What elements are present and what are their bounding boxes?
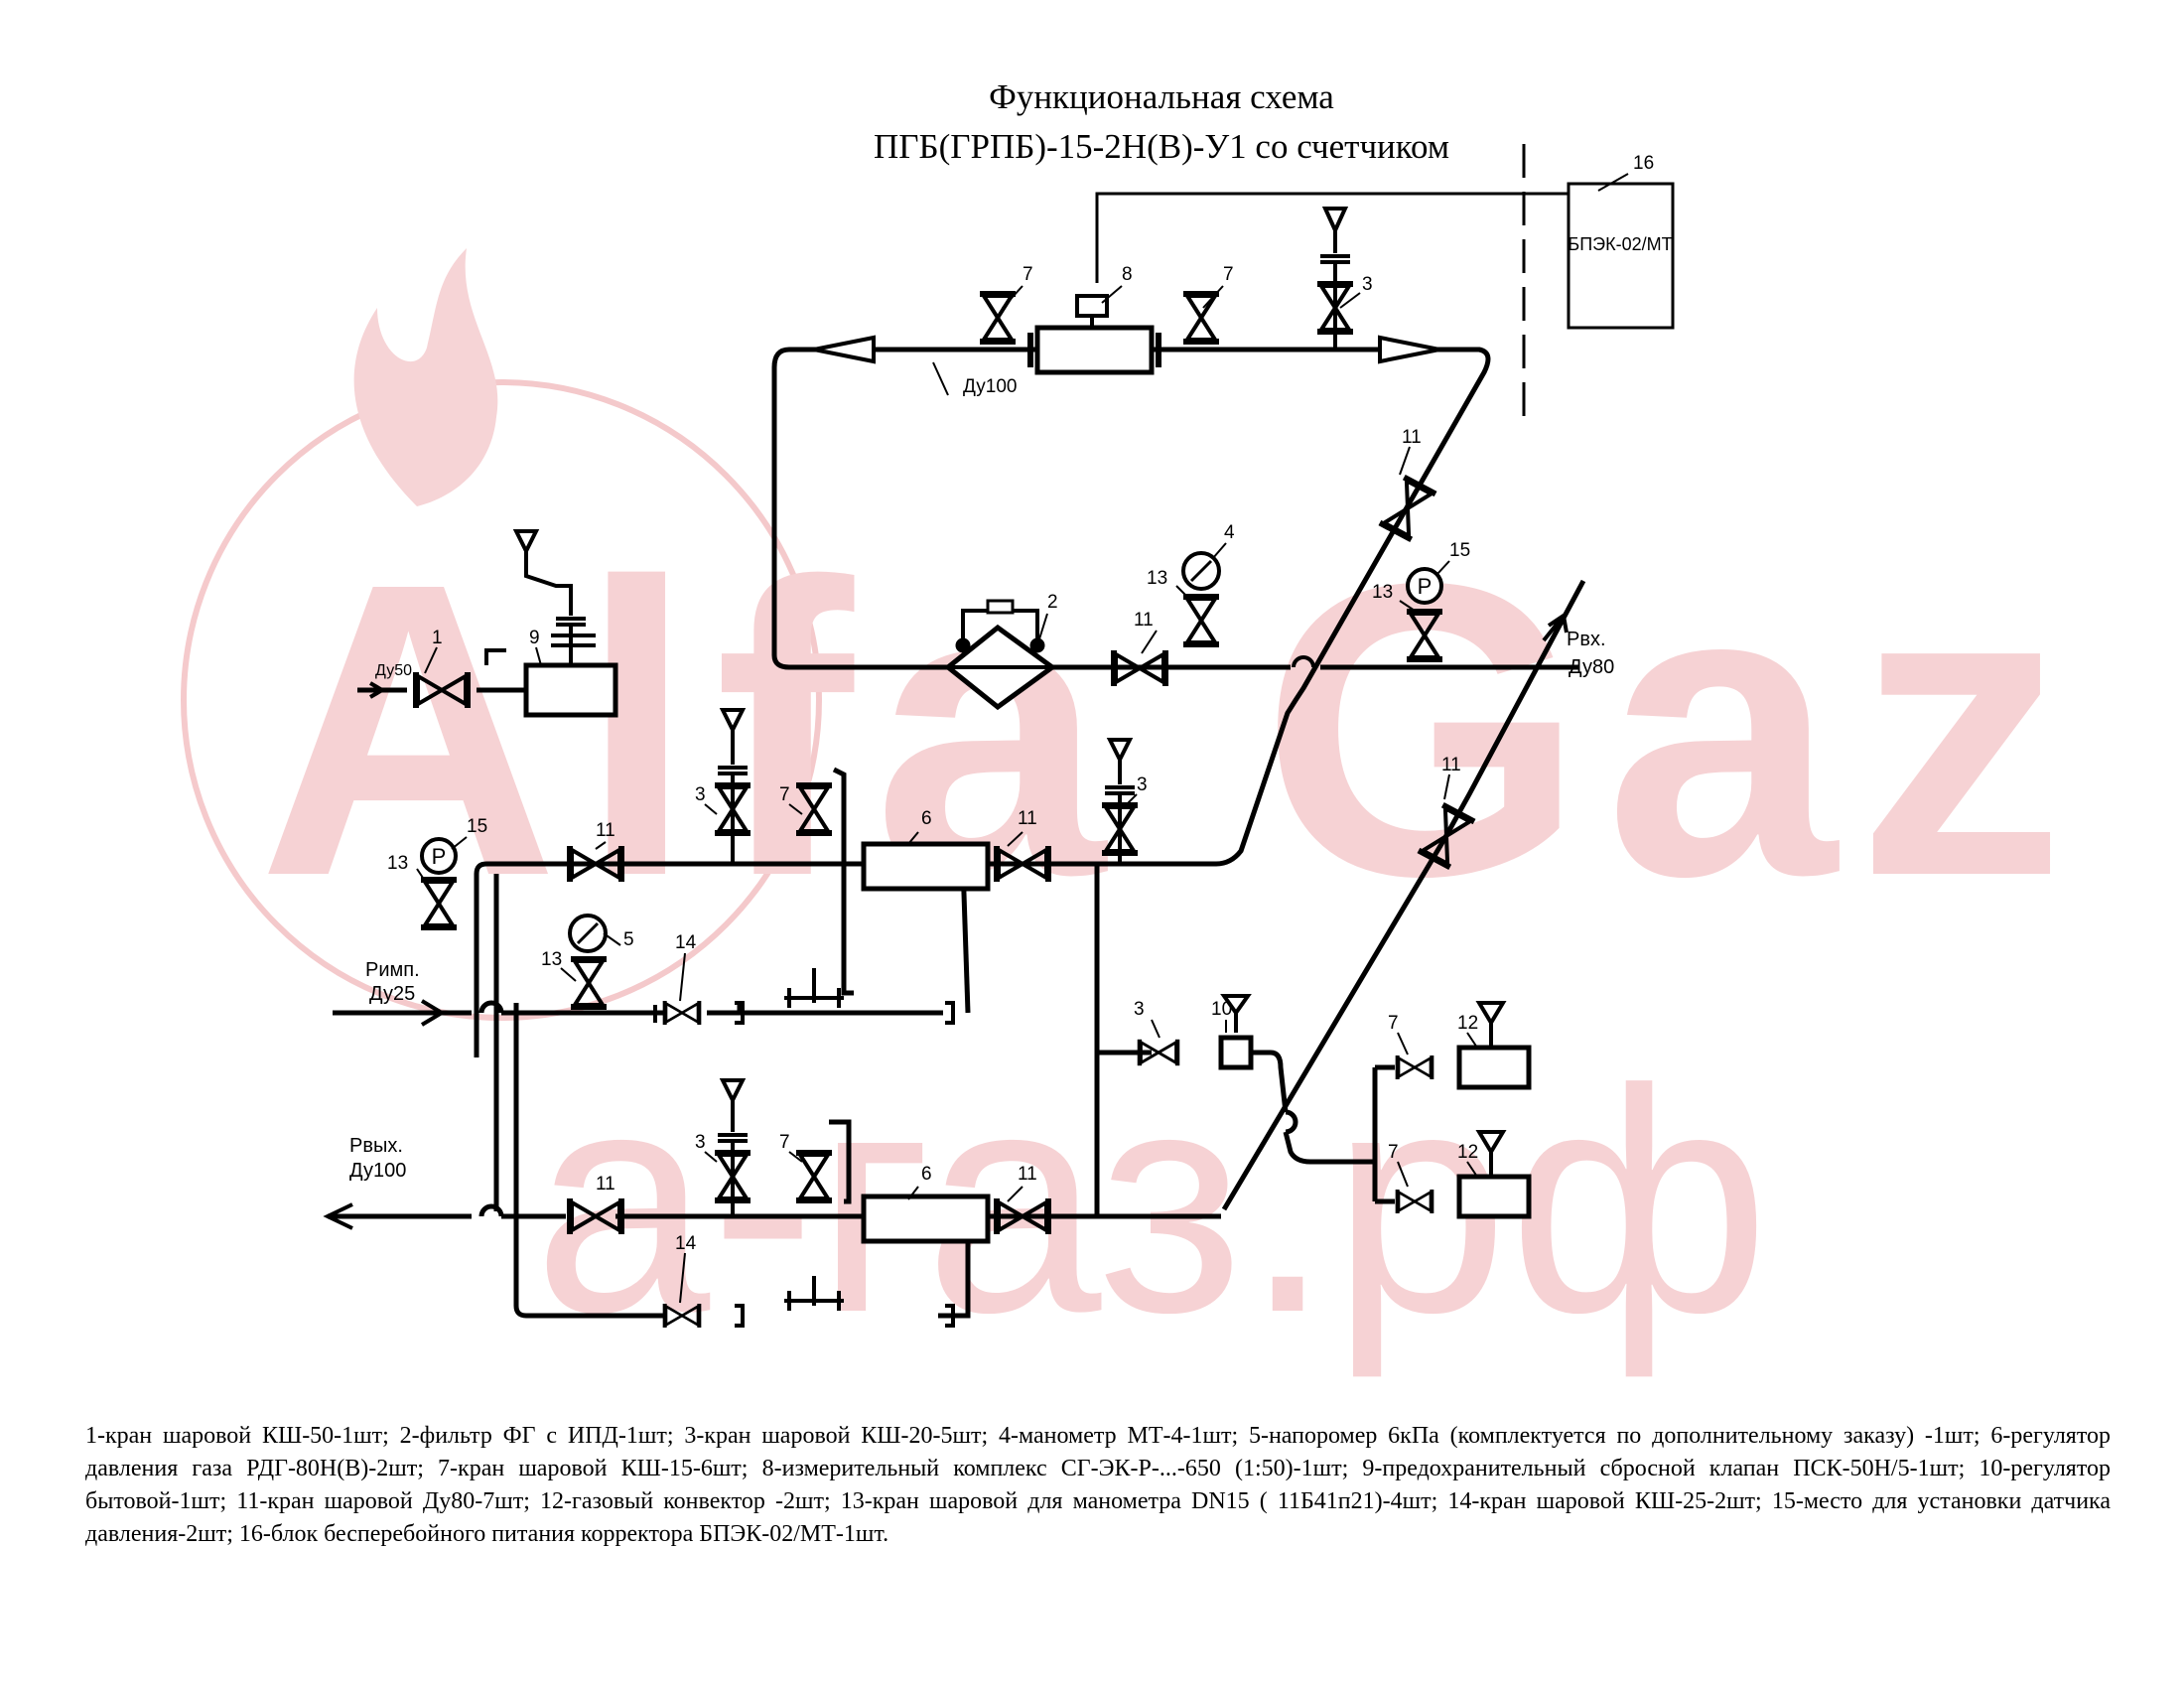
pos-10: 10 [1211, 999, 1232, 1020]
valve-7-right-meter [1183, 294, 1219, 342]
valve-14-upper-bypass [662, 999, 702, 1027]
flow-arrows [323, 207, 1569, 1230]
label-du25: Ду25 [369, 983, 415, 1005]
pos-11-g: 11 [596, 1174, 615, 1195]
relief-valve-9 [523, 662, 618, 718]
pos-1: 1 [432, 628, 443, 648]
label-du80: Ду80 [1569, 656, 1614, 678]
pos-7-c: 7 [779, 784, 790, 805]
pressure-regulator-6-upper [861, 841, 991, 892]
pos-5: 5 [623, 929, 634, 950]
domestic-regulator-10 [1218, 1035, 1254, 1070]
gas-convector-12b [1456, 1174, 1532, 1219]
vent-arrow-3c-icon [1106, 738, 1134, 765]
vent-stacks [524, 230, 1493, 1216]
bypass-plug-upper [784, 968, 844, 1008]
pos-11-f: 11 [1018, 1164, 1037, 1185]
pressure-regulator-6-lower [861, 1194, 991, 1244]
pos-13-a: 13 [1147, 568, 1167, 589]
pos-7-d: 7 [1388, 1013, 1399, 1034]
leader-lines [416, 173, 1629, 1304]
diagram-title-line2: ПГБ(ГРПБ)-15-2Н(В)-У1 со счетчиком [873, 127, 1449, 166]
pos-3-d: 3 [1134, 999, 1145, 1020]
pos-4: 4 [1224, 522, 1235, 543]
pos-9: 9 [529, 628, 540, 648]
legend-text: 1-кран шаровой КШ-50-1шт; 2-фильтр ФГ с … [85, 1423, 2111, 1547]
vent-arrow-12a-icon [1475, 1001, 1507, 1027]
gas-convector-12a [1456, 1045, 1532, 1090]
pos-8: 8 [1122, 264, 1133, 285]
pos-14-b: 14 [675, 1233, 697, 1254]
pos-3-b: 3 [695, 784, 706, 805]
pos-3-c: 3 [1137, 774, 1148, 795]
equipment [420, 182, 1675, 1311]
vent-arrow-psk-icon [512, 529, 540, 556]
valve-7-left-meter [980, 294, 1016, 342]
arrow-in-du80-icon [1542, 612, 1569, 642]
ups-label: БПЭК-02/МТ [1568, 234, 1672, 254]
pos-6-a: 6 [921, 808, 932, 829]
meter-corrector-head [1075, 294, 1109, 318]
label-p-out: Рвых. [349, 1135, 403, 1157]
pos-13-c: 13 [387, 853, 408, 874]
impulse-lines [653, 1001, 955, 1328]
pipe-labels: Ду100 Ду50 Рвх. Ду80 Римп. Ду25 Рвых. Ду… [349, 376, 1614, 1182]
pos-14-a: 14 [675, 932, 697, 953]
gas-meter-8 [1034, 325, 1155, 375]
pos-11-c: 11 [1018, 808, 1037, 829]
arrow-out-icon [323, 1202, 387, 1230]
watermark: Alfa Gaz a-газ.рф [181, 248, 2085, 1380]
pressure-sensor-15-left [420, 837, 458, 875]
label-p-in: Рвх. [1567, 629, 1606, 650]
watermark-line1: Alfa Gaz [258, 497, 2085, 963]
pos-3-a: 3 [1362, 274, 1373, 295]
label-du100-top: Ду100 [963, 376, 1018, 397]
arrow-imp-in-icon [333, 999, 446, 1027]
pipelines [328, 144, 1586, 1319]
pos-13-b: 13 [1372, 582, 1393, 603]
vent-arrow-3b-icon [719, 708, 747, 735]
pos-7-e: 7 [779, 1132, 790, 1153]
pos-12-a: 12 [1457, 1013, 1478, 1034]
pos-7-f: 7 [1388, 1142, 1399, 1163]
pos-3-e: 3 [695, 1132, 706, 1153]
pos-13-d: 13 [541, 949, 562, 970]
vent-arrow-12b-icon [1475, 1130, 1507, 1156]
watermark-flame-icon [353, 248, 498, 506]
pos-11-b: 11 [1134, 610, 1154, 631]
pos-7-a: 7 [1023, 264, 1033, 285]
pos-12-b: 12 [1457, 1142, 1478, 1163]
vent-arrow-3d-icon [719, 1078, 747, 1105]
bypass-plug-lower [784, 1276, 844, 1311]
sensor-label-left: P [432, 844, 447, 869]
ups-box-16 [1567, 182, 1675, 330]
label-du100-out: Ду100 [349, 1160, 406, 1182]
pos-6-b: 6 [921, 1164, 932, 1185]
pos-7-b: 7 [1223, 264, 1234, 285]
watermark-ring [181, 379, 822, 1021]
pressure-sensor-15-right [1406, 567, 1443, 605]
valve-13-gauge-5 [571, 959, 607, 1007]
pos-16: 16 [1633, 153, 1654, 174]
sensor-label-right: P [1418, 574, 1433, 599]
vent-arrow-10-icon [1220, 994, 1252, 1017]
position-numbers: 16 7 8 7 3 11 4 13 2 11 15 13 1 9 3 7 6 … [387, 153, 1654, 1254]
pos-11-e: 11 [1441, 755, 1461, 775]
vent-arrow-top-icon [1321, 207, 1349, 235]
label-p-imp: Римп. [365, 959, 420, 981]
arrow-left-top-icon [813, 335, 876, 364]
pos-2: 2 [1047, 592, 1058, 613]
pos-11-d: 11 [596, 820, 615, 841]
pos-15-a: 15 [1449, 540, 1470, 561]
label-du50: Ду50 [375, 662, 412, 679]
arrow-right-top-icon [1378, 335, 1440, 364]
pos-11-a: 11 [1402, 427, 1422, 448]
arrow-in-du50-icon [357, 681, 386, 699]
pos-15-b: 15 [467, 816, 487, 837]
diagram-title-line1: Функциональная схема [989, 77, 1334, 116]
